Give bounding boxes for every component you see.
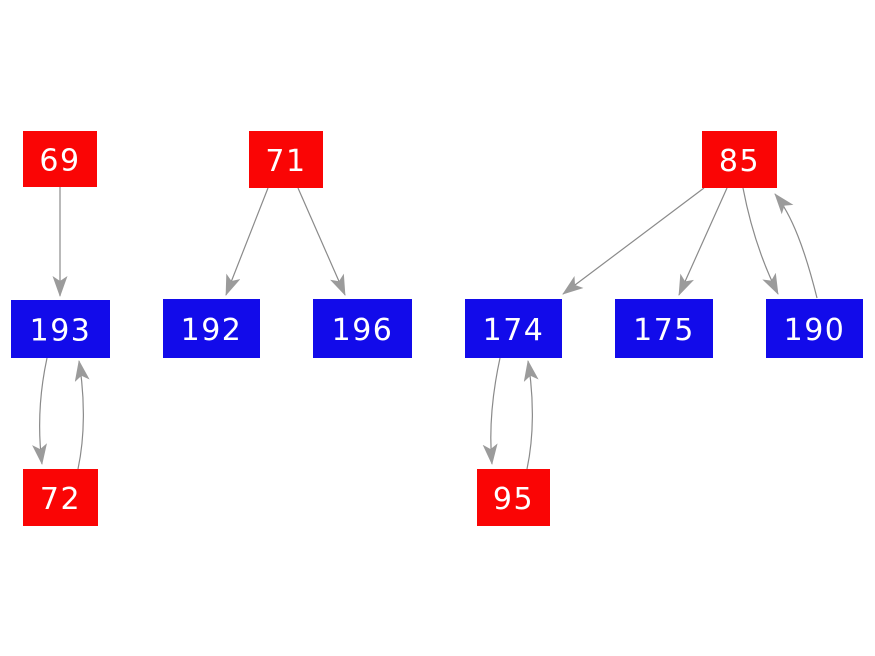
node-193-label: 193 <box>30 314 92 349</box>
node-174-label: 174 <box>483 313 545 348</box>
edge-71-196 <box>297 187 346 296</box>
node-175-box[interactable] <box>615 299 713 358</box>
node-69[interactable]: 69 <box>23 131 97 187</box>
node-192-box[interactable] <box>163 299 260 358</box>
node-175[interactable]: 175 <box>615 299 713 358</box>
node-95-box[interactable] <box>477 469 550 526</box>
node-69-label: 69 <box>39 144 80 179</box>
edge-190-85 <box>774 193 818 299</box>
node-193[interactable]: 193 <box>11 300 110 358</box>
node-72-label: 72 <box>40 482 81 517</box>
node-193-box[interactable] <box>11 300 110 358</box>
node-71-label: 71 <box>265 144 306 179</box>
node-192[interactable]: 192 <box>163 299 260 358</box>
edge-layer <box>32 187 818 470</box>
node-85-box[interactable] <box>702 131 777 188</box>
node-175-label: 175 <box>633 313 695 348</box>
edge-85-190 <box>742 187 779 295</box>
node-71[interactable]: 71 <box>249 131 323 188</box>
node-174-box[interactable] <box>465 299 562 358</box>
node-69-box[interactable] <box>23 131 97 187</box>
node-196-label: 196 <box>332 313 394 348</box>
edge-85-174 <box>562 187 705 295</box>
node-196[interactable]: 196 <box>313 299 412 358</box>
edge-72-193 <box>74 360 90 470</box>
node-95-label: 95 <box>493 482 534 517</box>
node-85-label: 85 <box>719 144 760 179</box>
node-71-box[interactable] <box>249 131 323 188</box>
edge-95-174 <box>523 360 539 470</box>
node-layer: 69 193 72 71 192 196 <box>11 131 863 526</box>
edge-193-72 <box>32 357 48 465</box>
node-174[interactable]: 174 <box>465 299 562 358</box>
node-85[interactable]: 85 <box>702 131 777 188</box>
node-72-box[interactable] <box>23 469 98 526</box>
node-192-label: 192 <box>181 313 243 348</box>
edge-85-175 <box>678 187 728 296</box>
node-190[interactable]: 190 <box>766 299 863 358</box>
edge-71-192 <box>225 187 269 296</box>
node-190-box[interactable] <box>766 299 863 358</box>
node-95[interactable]: 95 <box>477 469 550 526</box>
node-190-label: 190 <box>784 313 846 348</box>
node-196-box[interactable] <box>313 299 412 358</box>
node-72[interactable]: 72 <box>23 469 98 526</box>
edge-174-95 <box>482 357 501 465</box>
